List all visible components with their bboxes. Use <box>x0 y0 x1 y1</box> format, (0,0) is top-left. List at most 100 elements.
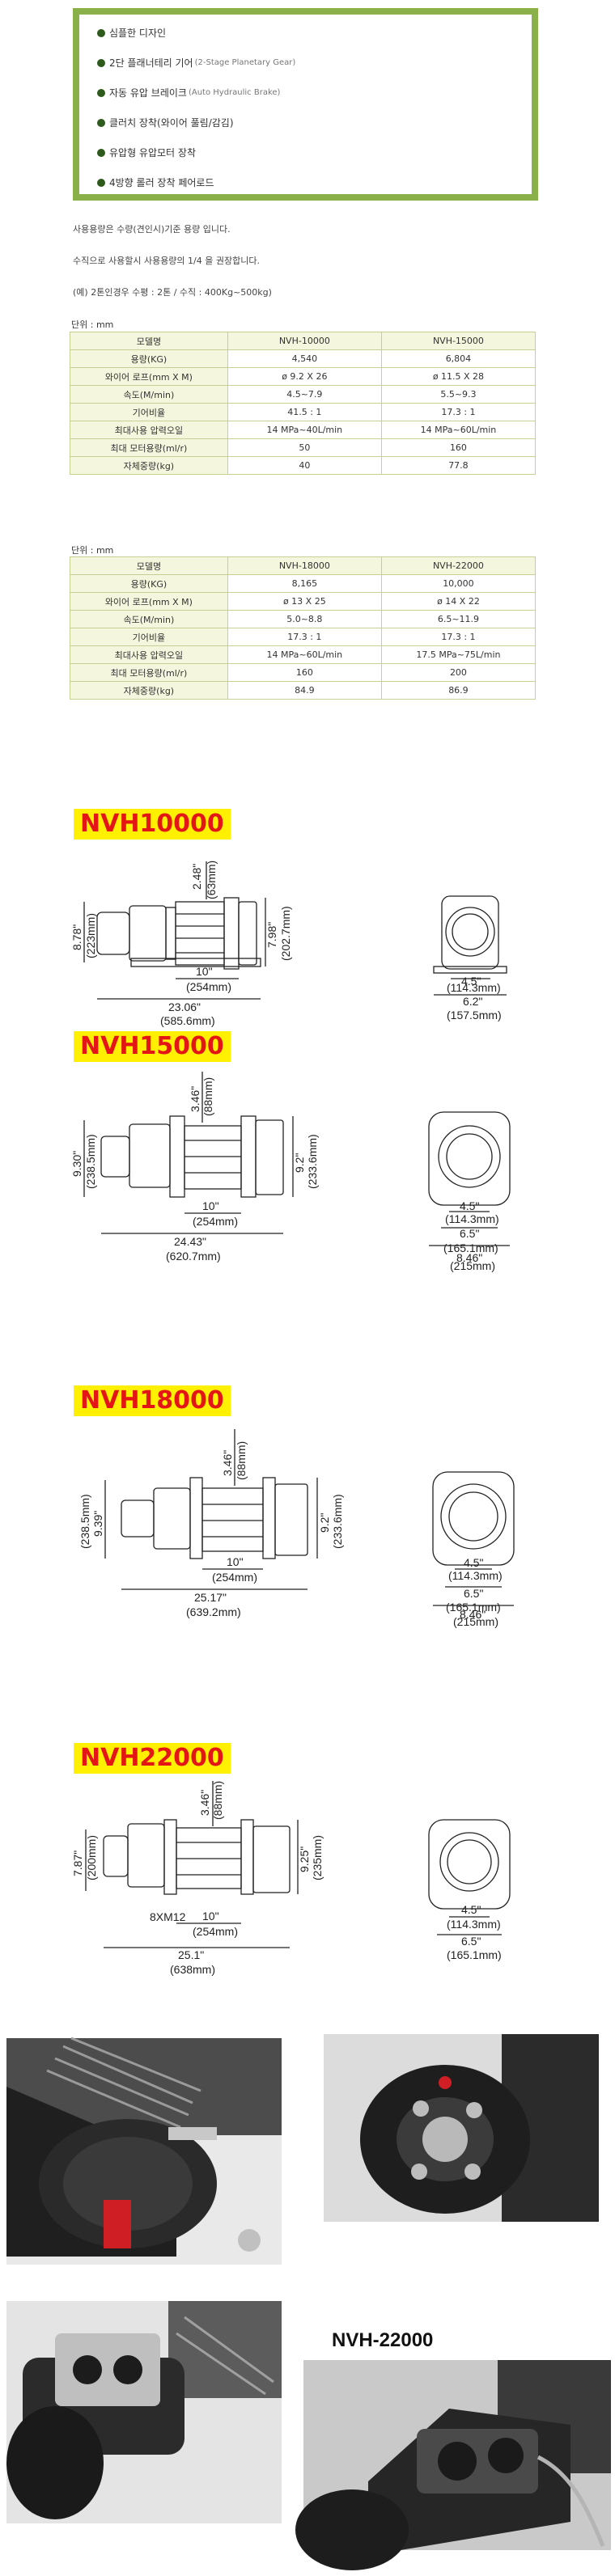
dim-label: 3.46" <box>189 1086 201 1112</box>
dim-label: (638mm) <box>170 1963 215 1976</box>
feature-list: 심플한 디자인 2단 플래너테리 기어(2-Stage Planetary Ge… <box>79 15 532 207</box>
dim-label: 7.98" <box>265 922 278 948</box>
dim-label: (223mm) <box>84 913 97 958</box>
unit-label: 단위 : mm <box>71 545 114 556</box>
product-photo <box>6 2301 282 2523</box>
dim-label: (88mm) <box>211 1781 224 1820</box>
dim-label: (165.1mm) <box>443 1241 498 1254</box>
table-header-row: 모델명 NVH-10000 NVH-15000 <box>70 332 537 350</box>
winch-drawing: 3.46" (88mm) 9.30" (238.5mm) 9.2" (233.6… <box>70 1072 511 1272</box>
dim-label: (215mm) <box>450 1259 495 1272</box>
feature-item: 4방향 롤러 장착 페어로드 <box>97 177 532 207</box>
dim-label: 6.5" <box>461 1935 481 1948</box>
product-photo <box>295 2360 611 2570</box>
dim-label: 4.5" <box>460 1199 479 1212</box>
dim-label: (165.1mm) <box>447 1948 502 1961</box>
dim-label: (114.3mm) <box>447 981 501 994</box>
photo-label: NVH-22000 <box>332 2329 434 2351</box>
feature-item: 심플한 디자인 <box>97 27 532 57</box>
dim-label: 4.5" <box>461 1903 481 1916</box>
model-tag-nvh15000: NVH15000 <box>74 1031 231 1062</box>
drawing-nvh10000: 2.48" (63mm) 8.78" (223mm) 7.98" (202.7m… <box>70 857 542 1031</box>
dim-label: 24.43" <box>174 1235 206 1248</box>
note-line: (예) 2톤인경우 수평 : 2톤 / 수직 : 400Kg~500kg) <box>73 287 272 298</box>
dim-label: (114.3mm) <box>445 1212 499 1225</box>
dim-label: 7.87" <box>71 1851 84 1876</box>
dim-label: (215mm) <box>453 1615 498 1628</box>
dim-label: 10" <box>202 1910 219 1922</box>
dim-label: (254mm) <box>186 980 231 993</box>
dim-label: (114.3mm) <box>448 1569 503 1582</box>
dim-label: 8.78" <box>70 924 83 950</box>
motor-photo <box>324 2034 599 2222</box>
dim-label: (165.1mm) <box>446 1601 501 1614</box>
dim-label: (157.5mm) <box>447 1009 502 1022</box>
bullet-icon <box>97 59 105 67</box>
usage-notes: 사용용량은 수량(견인시)기준 용량 입니다. 수직으로 사용할시 사용용량의 … <box>73 222 272 317</box>
winch-photo-1 <box>6 2037 282 2265</box>
drawing-nvh15000: 3.46" (88mm) 9.30" (238.5mm) 9.2" (233.6… <box>70 1068 542 1272</box>
bullet-icon <box>97 89 105 97</box>
dim-label: 6.2" <box>463 995 482 1008</box>
product-photo <box>324 2034 599 2222</box>
model-tag-nvh10000: NVH10000 <box>74 809 231 840</box>
dim-label: 25.17" <box>194 1591 227 1604</box>
dim-label: 9.30" <box>70 1151 83 1177</box>
product-photo <box>6 2037 282 2265</box>
dim-label: (200mm) <box>85 1835 98 1880</box>
dim-label: 8.46" <box>456 1251 482 1264</box>
feature-item: 2단 플래너테리 기어(2-Stage Planetary Gear) <box>97 57 532 87</box>
dim-label: 3.46" <box>221 1450 234 1476</box>
feature-item: 유압형 유압모터 장착 <box>97 147 532 177</box>
dim-label: 9.39" <box>91 1511 104 1537</box>
table-header-row: 모델명 NVH-18000 NVH-22000 <box>70 556 537 575</box>
unit-label: 단위 : mm <box>71 319 114 330</box>
bullet-icon <box>97 179 105 187</box>
bullet-icon <box>97 149 105 157</box>
dim-label: 23.06" <box>168 1000 201 1013</box>
dim-label: 4.5" <box>464 1556 483 1569</box>
dim-label: 9.2" <box>318 1513 331 1533</box>
dim-label: (233.6mm) <box>306 1134 319 1189</box>
model-tag-nvh18000: NVH18000 <box>74 1385 231 1416</box>
drawing-nvh18000: 3.46" (88mm) (238.5mm) 9.39" 9.2" (233.6… <box>73 1428 542 1628</box>
dim-label: (63mm) <box>205 861 218 899</box>
bullet-icon <box>97 29 105 37</box>
dim-label: (238.5mm) <box>84 1134 97 1189</box>
dim-label: 10" <box>196 965 213 978</box>
dim-label: (585.6mm) <box>160 1014 215 1027</box>
dim-label: 3.46" <box>198 1790 211 1816</box>
valve-photo <box>6 2301 282 2523</box>
dim-label: (202.7mm) <box>279 906 292 961</box>
dim-label: (88mm) <box>201 1077 214 1116</box>
note-line: 사용용량은 수량(견인시)기준 용량 입니다. <box>73 224 231 235</box>
dim-label: 2.48" <box>190 864 203 890</box>
dim-label: (233.6mm) <box>331 1494 344 1549</box>
dim-label: 10" <box>227 1555 244 1568</box>
model-tag-nvh22000: NVH22000 <box>74 1743 231 1774</box>
dim-label: 6.5" <box>460 1227 479 1240</box>
dim-label: (254mm) <box>193 1925 238 1938</box>
dim-label: 25.1" <box>178 1948 204 1961</box>
brake-photo <box>295 2360 611 2570</box>
bullet-icon <box>97 119 105 127</box>
dim-label: 10" <box>202 1199 219 1212</box>
dim-label: 8.46" <box>460 1608 486 1621</box>
dim-label: 6.5" <box>464 1587 483 1600</box>
dim-label: (254mm) <box>193 1215 238 1228</box>
feature-item: 자동 유압 브레이크(Auto Hydraulic Brake) <box>97 87 532 117</box>
dim-label: 9.25" <box>298 1846 311 1872</box>
dim-label: (114.3mm) <box>447 1918 501 1931</box>
